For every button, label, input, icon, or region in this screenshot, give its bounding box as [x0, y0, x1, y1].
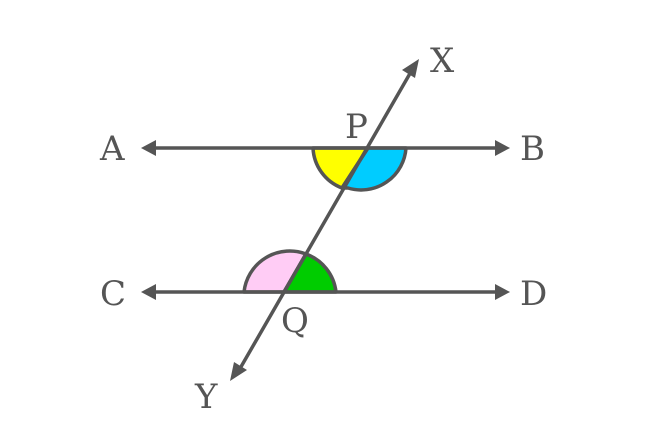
label-p: P	[345, 107, 368, 147]
label-d: D	[520, 274, 547, 314]
arrowhead-a	[141, 140, 156, 156]
arrowhead-d	[495, 284, 510, 300]
label-y: Y	[194, 377, 218, 417]
arrowhead-x	[402, 59, 419, 78]
label-b: B	[520, 129, 545, 169]
angle-p-right-blue	[340, 146, 408, 192]
arrowhead-y	[230, 362, 247, 381]
label-a: A	[99, 129, 125, 169]
transversal-xy	[236, 68, 414, 374]
label-q: Q	[281, 301, 309, 341]
arrowhead-c	[141, 284, 156, 300]
label-c: C	[100, 274, 126, 314]
label-x: X	[430, 41, 455, 81]
arrowhead-b	[495, 140, 510, 156]
